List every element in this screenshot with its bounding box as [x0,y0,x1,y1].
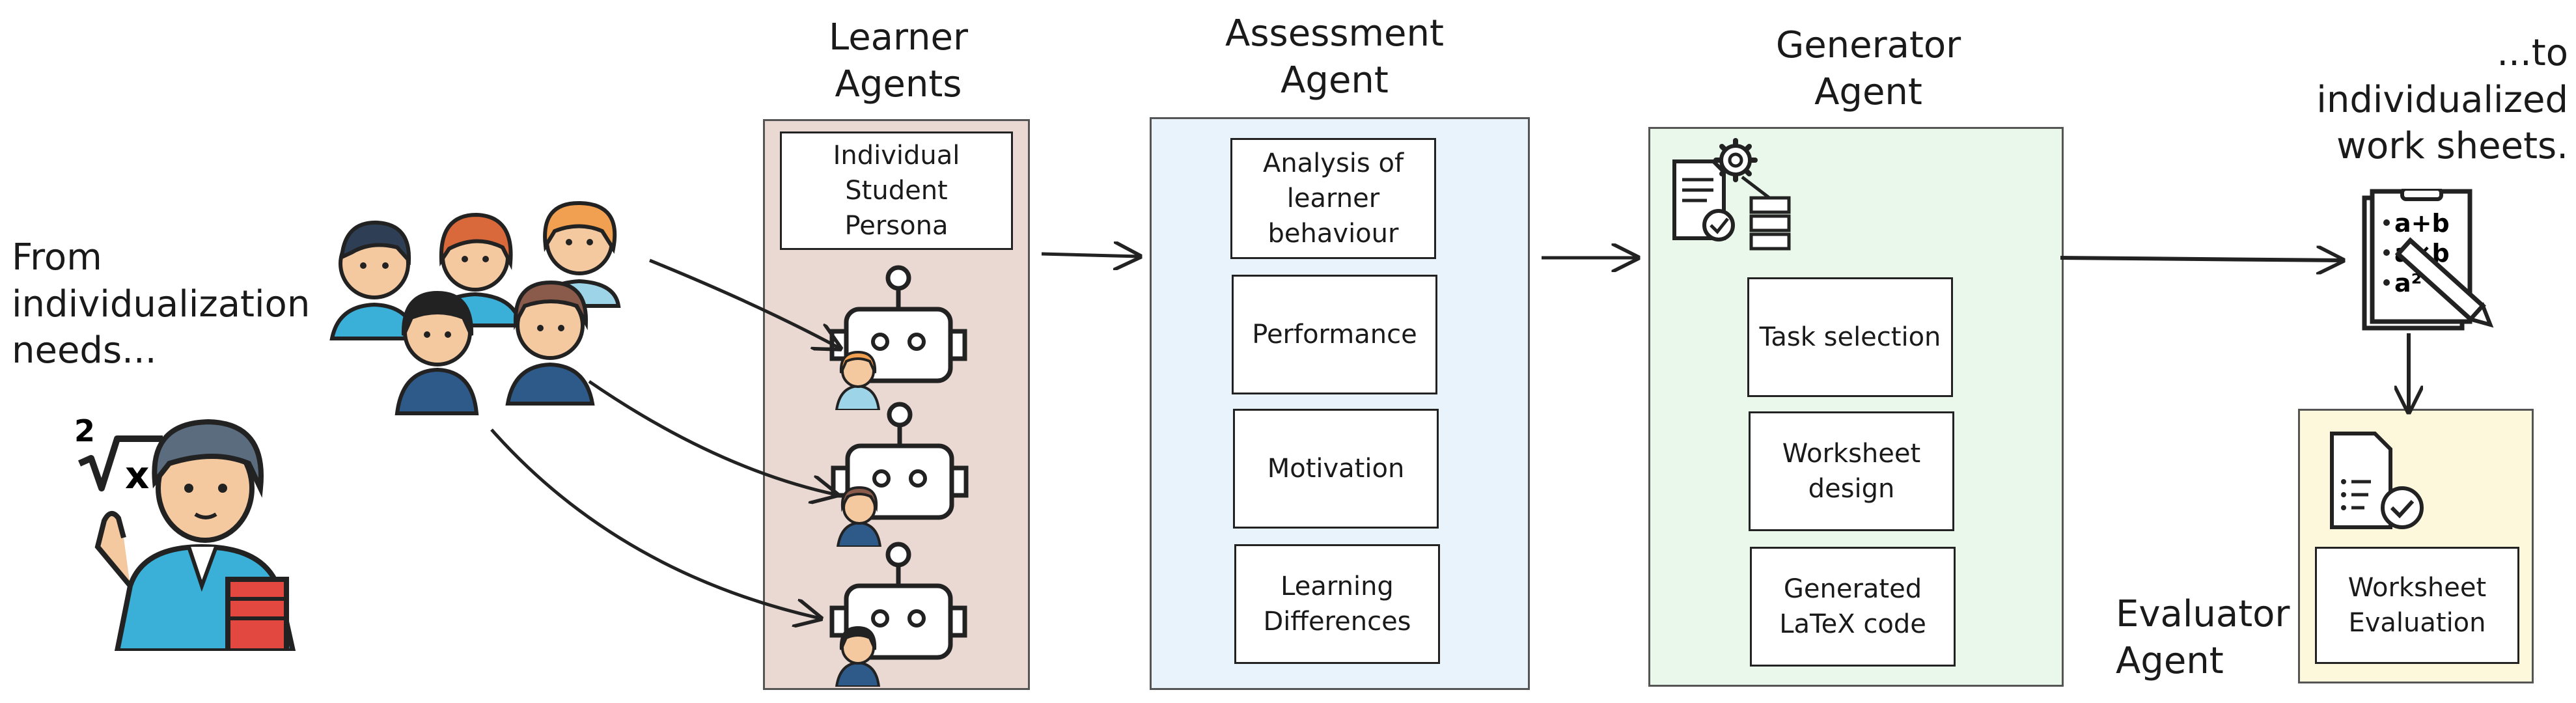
performance-box: Performance [1232,275,1437,394]
title-line: Learner [829,16,968,59]
title-line: Agents [835,62,962,105]
analysis-box: Analysis of learner behaviour [1230,138,1436,259]
outro-line: ...to [2497,32,2568,74]
worksheet-evaluation-box: Worksheet Evaluation [2315,547,2519,664]
student-group-icon [329,200,621,415]
title-line: Assessment [1225,12,1444,55]
student-persona-box: Individual Student Persona [780,131,1013,250]
student-avatar-icon [835,626,881,687]
item-line: Worksheet [2347,573,2487,603]
arrow-students-to-robot-1 [649,258,840,348]
item-line: Performance [1252,320,1417,350]
item-line: LaTeX code [1779,609,1926,639]
assessment-agent-title: Assessment Agent [1152,10,1517,103]
arrow-students-to-robot-3 [490,428,820,618]
title-line: Agent [1814,70,1922,113]
worksheet-design-box: Worksheet design [1749,411,1954,531]
evaluator-agent-title: Evaluator Agent [2116,591,2298,684]
gear-workflow-icon [1672,138,1791,251]
item-line: behaviour [1267,219,1399,249]
intro-line: From [12,236,102,279]
student-avatar-icon [835,350,881,410]
item-line: Learning [1281,572,1394,601]
intro-line: individualization [12,283,311,325]
title-line: Agent [1281,59,1389,102]
teacher-icon: 2 x [74,413,296,651]
arrow-learner-to-assessment [1041,254,1139,256]
title-line: Evaluator [2116,593,2290,635]
outro-text: ...to individualized work sheets. [2316,30,2568,170]
item-line: Evaluation [2348,608,2486,638]
student-avatar-icon [836,486,882,547]
title-line: Generator [1775,24,1961,66]
item-line: Generated [1783,574,1922,604]
item-line: Motivation [1267,454,1405,484]
worksheet-math-icon: a+b a×b a² [2362,189,2494,331]
item-line: Differences [1263,607,1411,637]
item-line: design [1808,474,1895,504]
outro-line: individualized [2316,78,2568,121]
latex-code-box: Generated LaTeX code [1750,547,1956,667]
motivation-box: Motivation [1233,409,1439,529]
learning-differences-box: Learning Differences [1234,544,1440,664]
item-line: learner [1286,184,1380,214]
persona-line: Student Persona [844,176,949,241]
item-line: Worksheet [1782,439,1921,469]
arrow-students-to-robot-2 [588,379,837,495]
svg-text:x: x [125,453,149,497]
persona-line: Individual [833,141,960,171]
generator-agent-title: Generator Agent [1693,22,2044,115]
intro-line: needs... [12,329,157,372]
svg-text:a+b: a+b [2394,209,2450,238]
learner-agents-title: Learner Agents [768,14,1029,107]
robot-icon [829,542,967,687]
item-line: Analysis of [1262,148,1404,178]
task-selection-box: Task selection [1747,277,1953,397]
svg-text:2: 2 [74,413,95,448]
item-line: Task selection [1759,322,1941,352]
arrow-generator-to-worksheet [2060,258,2342,260]
checklist-document-icon [2330,432,2424,529]
title-line: Agent [2116,639,2224,682]
intro-text: From individualization needs... [12,234,310,374]
outro-line: work sheets. [2336,125,2568,168]
